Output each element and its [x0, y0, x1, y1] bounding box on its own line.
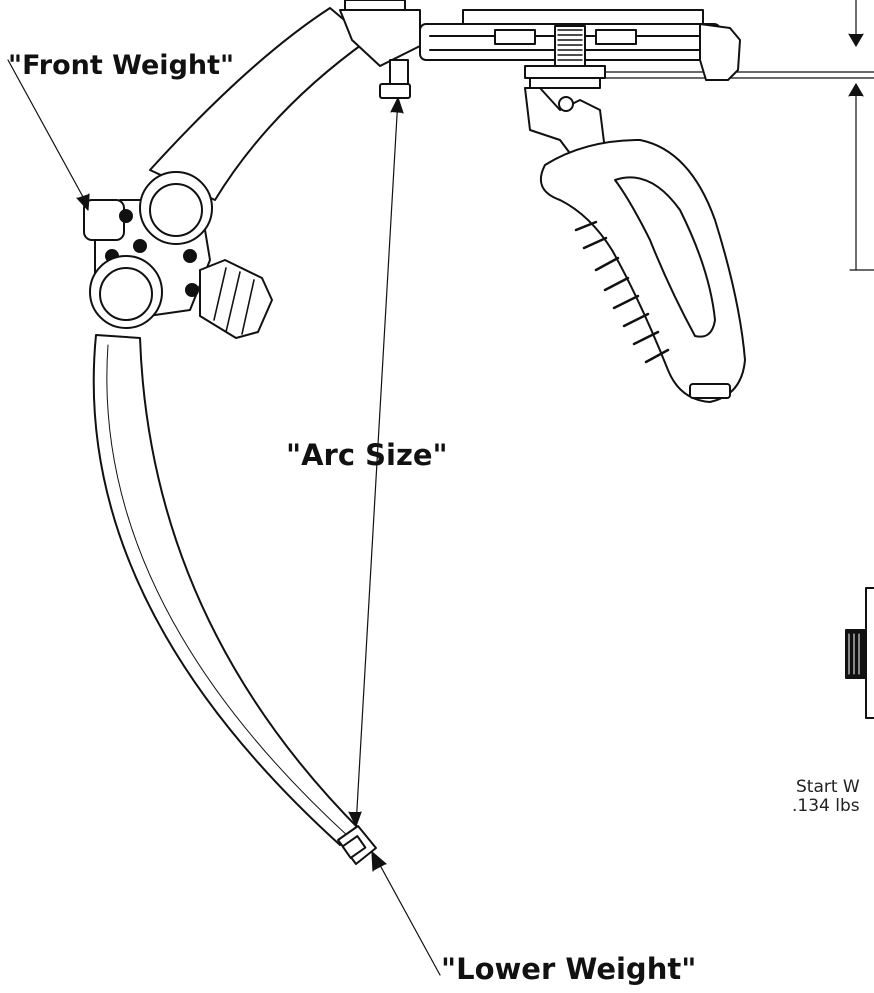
start-weight-part — [845, 587, 874, 719]
lower-weight — [337, 825, 377, 865]
lower-weight-label: "Lower Weight" — [441, 952, 697, 986]
camera-mount-plate — [339, 0, 741, 89]
upper-arc-arm — [149, 7, 369, 201]
handle-grip — [524, 87, 746, 403]
front-weight-leader — [7, 59, 90, 211]
start-weight-value: .134 lbs — [792, 796, 860, 816]
arc-size-line — [348, 97, 404, 827]
hub-assembly — [83, 171, 273, 339]
front-weight-label: "Front Weight" — [8, 50, 235, 81]
start-weight-note: Start W — [796, 777, 860, 797]
lower-weight-leader — [371, 851, 441, 976]
lower-arc-arm — [92, 334, 363, 846]
top-knob — [379, 59, 411, 99]
arc-size-label: "Arc Size" — [286, 438, 448, 472]
